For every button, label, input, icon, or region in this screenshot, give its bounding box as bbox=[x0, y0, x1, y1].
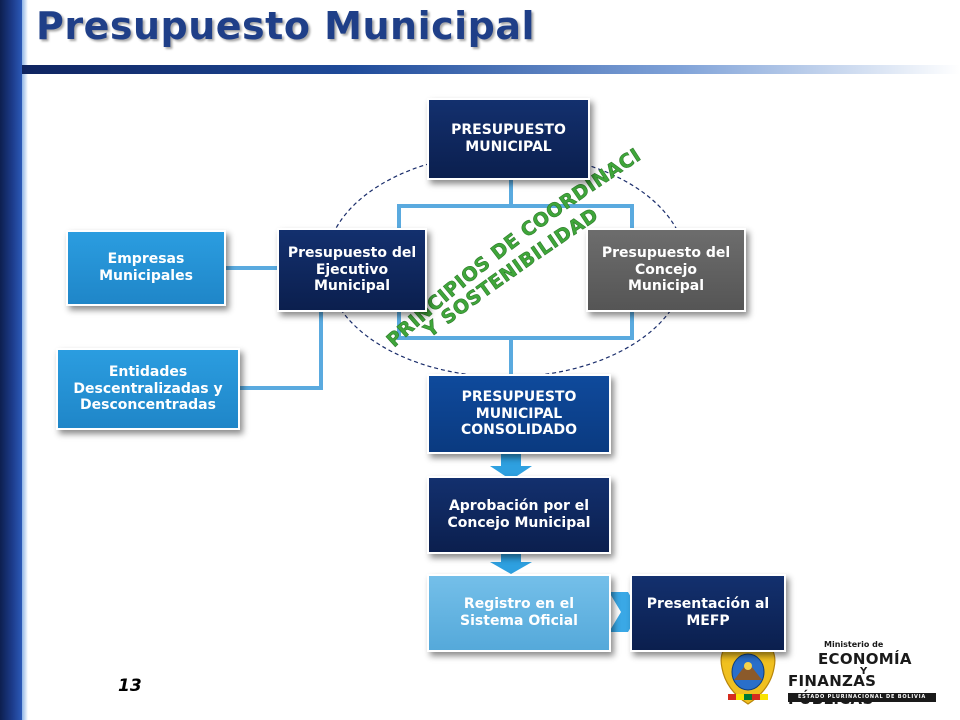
connector-bottom-branch bbox=[397, 312, 634, 340]
ministry-connector: Y bbox=[860, 666, 868, 677]
ministry-small-label: Ministerio de bbox=[824, 640, 884, 649]
arc-text-line-2: Y SOSTENIBILIDAD bbox=[419, 203, 603, 342]
node-presentacion: Presentación al MEFP bbox=[630, 574, 786, 652]
connector-lines bbox=[226, 180, 634, 390]
node-consolidado: PRESUPUESTO MUNICIPAL CONSOLIDADO bbox=[427, 374, 611, 454]
node-presentacion-label: Presentación al MEFP bbox=[646, 596, 770, 629]
svg-text:Y SOSTENIBILIDAD: Y SOSTENIBILIDAD bbox=[419, 204, 603, 343]
node-registro: Registro en el Sistema Oficial bbox=[427, 574, 611, 652]
node-aprobacion-label: Aprobación por el Concejo Municipal bbox=[447, 498, 591, 531]
node-empresas: Empresas Municipales bbox=[66, 230, 226, 306]
node-ejecutivo: Presupuesto del Ejecutivo Municipal bbox=[277, 228, 427, 312]
node-presupuesto-municipal: PRESUPUESTO MUNICIPAL bbox=[427, 98, 590, 180]
connector-top-branch bbox=[397, 204, 634, 228]
node-empresas-label: Empresas Municipales bbox=[99, 251, 193, 284]
node-ejecutivo-label: Presupuesto del Ejecutivo Municipal bbox=[287, 244, 417, 295]
node-concejo: Presupuesto del Concejo Municipal bbox=[586, 228, 746, 312]
ministry-line-economia: ECONOMÍA bbox=[818, 650, 912, 668]
node-entidades-label: Entidades Descentralizadas y Desconcentr… bbox=[73, 363, 223, 414]
title-underline-bar bbox=[22, 65, 960, 74]
down-arrow-2 bbox=[490, 554, 532, 574]
down-arrow-1 bbox=[490, 454, 532, 480]
left-accent-stripe-edge bbox=[22, 0, 28, 720]
node-concejo-label: Presupuesto del Concejo Municipal bbox=[601, 244, 731, 295]
node-entidades: Entidades Descentralizadas y Desconcentr… bbox=[56, 348, 240, 430]
node-registro-label: Registro en el Sistema Oficial bbox=[460, 596, 578, 629]
page-number: 13 bbox=[118, 676, 142, 696]
page-title: Presupuesto Municipal bbox=[36, 4, 536, 48]
node-presupuesto-municipal-label: PRESUPUESTO MUNICIPAL bbox=[451, 122, 566, 155]
ministry-logo: Ministerio de ECONOMÍA Y FINANZAS PÚBLIC… bbox=[788, 636, 948, 714]
node-consolidado-label: PRESUPUESTO MUNICIPAL CONSOLIDADO bbox=[461, 388, 577, 439]
ministry-line-finanzas: FINANZAS PÚBLICAS bbox=[788, 672, 877, 708]
connector-entidades bbox=[240, 312, 323, 390]
left-accent-stripe bbox=[0, 0, 22, 720]
node-aprobacion: Aprobación por el Concejo Municipal bbox=[427, 476, 611, 554]
ministry-bar: ESTADO PLURINACIONAL DE BOLIVIA bbox=[788, 693, 936, 702]
